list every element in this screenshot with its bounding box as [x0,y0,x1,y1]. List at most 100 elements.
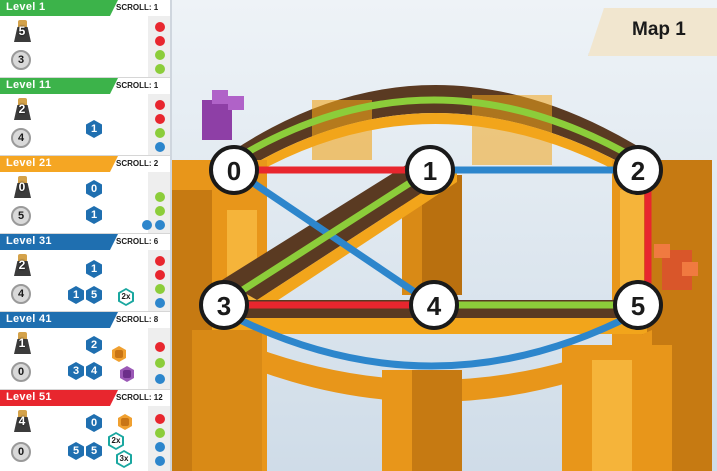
warrior-figure-icon: 0 [10,176,34,200]
blue-hex-token: 5 [86,442,102,460]
red-dot [155,414,165,424]
svg-text:5: 5 [631,291,645,321]
blue-dot [155,298,165,308]
level-name: Level 21 [6,157,52,169]
green-dot [155,358,165,368]
orange-dragon-icon [654,244,698,290]
blue-hex-token: 0 [86,414,102,432]
node-0[interactable]: 0 [209,145,259,195]
coin-icon: 4 [11,128,31,148]
red-dot [155,100,165,110]
red-dot [155,270,165,280]
green-dot [155,50,165,60]
level-card-1[interactable]: Level 1 SCROLL: 1 5 3 [0,0,170,78]
red-dot [155,342,165,352]
level-header: Level 31 SCROLL: 6 [0,234,170,250]
coin-icon: 0 [11,442,31,462]
edge-0-2[interactable] [232,96,640,164]
blue-hex-token: 4 [86,362,102,380]
blue-hex-token: 1 [86,260,102,278]
blue-hex-token: 1 [68,286,84,304]
coin-icon: 3 [11,50,31,70]
scroll-count: SCROLL: 12 [110,390,170,406]
blue-hex-token: 0 [86,180,102,198]
green-dot [155,428,165,438]
red-dot [155,256,165,266]
blue-dot [155,220,165,230]
scroll-count: SCROLL: 6 [110,234,170,250]
red-dot [155,114,165,124]
blue-dot [155,142,165,152]
level-name: Level 31 [6,235,52,247]
level-header: Level 11 SCROLL: 1 [0,78,170,94]
green-dot [155,206,165,216]
node-3[interactable]: 3 [199,280,249,330]
map-board: 0 1 2 3 4 5 [172,0,717,471]
node-2[interactable]: 2 [613,145,663,195]
multiplier-token: 3x [116,450,132,468]
svg-text:2: 2 [631,156,645,186]
level-card-41[interactable]: Level 41 SCROLL: 8 1 0 2 3 4 [0,312,170,390]
blue-hex-token: 1 [86,120,102,138]
svg-text:4: 4 [427,291,442,321]
green-dot [155,64,165,74]
multiplier-token: 2x [108,432,124,450]
purple-gem-icon [120,366,134,382]
scroll-count: SCROLL: 1 [110,78,170,94]
svg-text:3: 3 [217,291,231,321]
edge-3-5[interactable] [222,308,640,370]
green-dot [155,128,165,138]
coin-icon: 4 [11,284,31,304]
node-1[interactable]: 1 [405,145,455,195]
coin-icon: 0 [11,362,31,382]
warrior-figure-icon: 2 [10,254,34,278]
scroll-count: SCROLL: 2 [110,156,170,172]
orange-gem-icon [112,346,126,362]
blue-dot [155,442,165,452]
blue-hex-token: 5 [68,442,84,460]
scroll-count: SCROLL: 8 [110,312,170,328]
map-title: Map 1 [632,19,686,40]
level-name: Level 41 [6,313,52,325]
level-name: Level 51 [6,391,52,403]
edge-1-3[interactable] [222,167,432,305]
level-header: Level 41 SCROLL: 8 [0,312,170,328]
level-sidebar: Level 1 SCROLL: 1 5 3 Level 11 SC [0,0,172,471]
blue-hex-token: 5 [86,286,102,304]
blue-dot [155,374,165,384]
svg-text:1: 1 [423,156,437,186]
node-5[interactable]: 5 [613,280,663,330]
level-name: Level 1 [6,1,46,13]
multiplier-token: 2x [118,288,134,306]
level-card-51[interactable]: Level 51 SCROLL: 12 4 0 0 5 5 2x 3x [0,390,170,471]
level-card-21[interactable]: Level 21 SCROLL: 2 0 5 0 1 [0,156,170,234]
green-dot [155,192,165,202]
orange-gem-icon [118,414,132,430]
scroll-count: SCROLL: 1 [110,0,170,16]
warrior-figure-icon: 2 [10,98,34,122]
warrior-figure-icon: 5 [10,20,34,44]
blue-hex-token: 3 [68,362,84,380]
red-dot [155,36,165,46]
level-card-31[interactable]: Level 31 SCROLL: 6 2 4 1 1 5 2x [0,234,170,312]
blue-dot [155,456,165,466]
map-scene: 0 1 2 3 4 5 [172,0,717,471]
purple-dragon-icon [202,90,244,140]
level-name: Level 11 [6,79,52,91]
level-header: Level 51 SCROLL: 12 [0,390,170,406]
coin-icon: 5 [11,206,31,226]
level-header: Level 21 SCROLL: 2 [0,156,170,172]
warrior-figure-icon: 4 [10,410,34,434]
edge-0-4[interactable] [232,167,436,308]
level-card-11[interactable]: Level 11 SCROLL: 1 2 4 1 [0,78,170,156]
blue-hex-token: 1 [86,206,102,224]
green-dot [155,284,165,294]
level-header: Level 1 SCROLL: 1 [0,0,170,16]
blue-hex-token: 2 [86,336,102,354]
node-4[interactable]: 4 [409,280,459,330]
svg-text:0: 0 [227,156,241,186]
blue-dot [142,220,152,230]
warrior-figure-icon: 1 [10,332,34,356]
red-dot [155,22,165,32]
